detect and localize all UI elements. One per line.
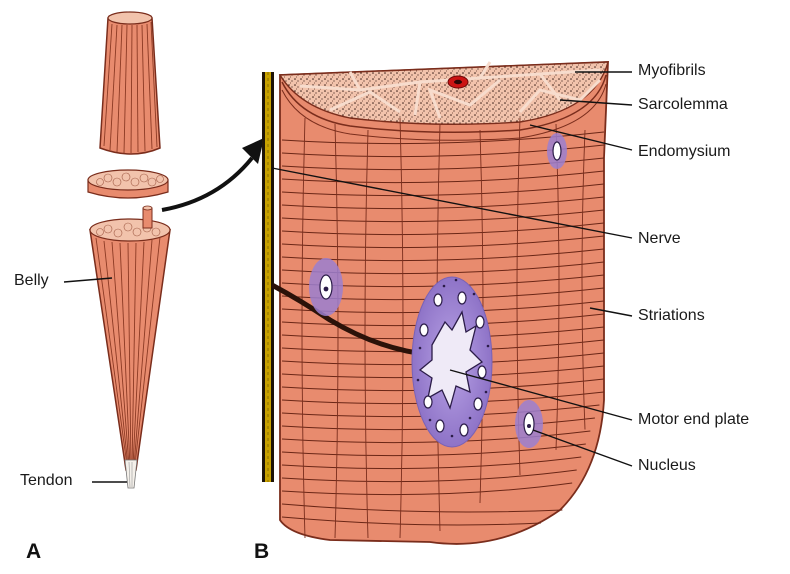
label-tendon: Tendon [20,472,73,490]
arrowhead-icon [242,138,264,164]
motor-end-plate [412,277,492,447]
panel-label-b: B [254,540,269,564]
muscle-belly [90,206,170,470]
label-myofibrils: Myofibrils [638,62,706,80]
nerve-fiber [262,72,274,482]
nucleus-left [309,258,343,316]
panel-label-a: A [26,540,41,564]
label-nerve: Nerve [638,230,681,248]
label-belly: Belly [14,272,49,290]
label-sarcolemma: Sarcolemma [638,96,728,114]
muscle-top-segment [100,12,160,154]
nucleus-lower [515,400,543,448]
magnification-arrow [162,158,252,210]
label-nucleus: Nucleus [638,457,696,475]
label-striations: Striations [638,307,705,325]
label-motor-end-plate: Motor end plate [638,411,749,429]
label-endomysium: Endomysium [638,143,730,161]
muscle-cross-section-disc [88,170,168,198]
nucleus-upper [547,133,567,169]
tendon-shape [125,460,137,488]
